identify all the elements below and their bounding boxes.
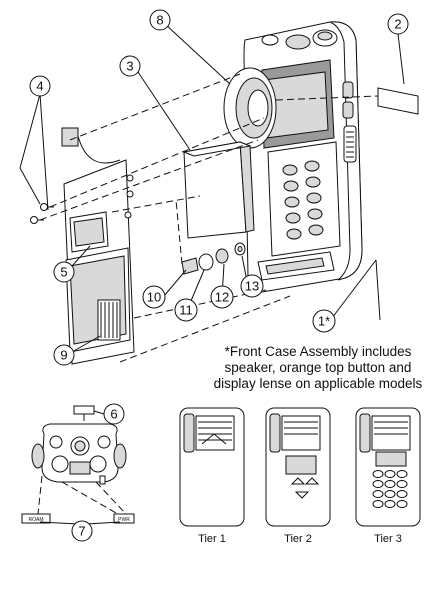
callout-13-label: 13 <box>245 279 259 294</box>
tier-3-radio <box>355 407 421 527</box>
tier-3-label: Tier 3 <box>374 533 402 545</box>
display-block-part <box>182 141 255 239</box>
callout-1: 1* <box>312 309 336 333</box>
callout-1-label: 1* <box>318 314 330 329</box>
callout-4-label: 4 <box>36 79 43 94</box>
front-case-assembly <box>243 21 363 293</box>
footnote-line-2: speaker, orange top button and <box>225 360 412 375</box>
callout-6-label: 6 <box>110 407 117 422</box>
tier-1-radio <box>179 407 245 527</box>
callout-7: 7 <box>71 520 93 542</box>
circuit-board-part <box>61 127 135 365</box>
callout-5-label: 5 <box>60 265 67 280</box>
leader-lines <box>19 23 405 353</box>
callout-12-label: 12 <box>215 290 229 305</box>
footnote: *Front Case Assembly includes speaker, o… <box>214 344 423 391</box>
callout-2-label: 2 <box>394 17 401 32</box>
callout-13: 13 <box>240 274 264 298</box>
tier-2-label: Tier 2 <box>284 533 312 545</box>
assembly-lines <box>39 73 379 363</box>
footnote-line-1: *Front Case Assembly includes <box>225 344 412 359</box>
callout-9-label: 9 <box>60 348 67 363</box>
callout-2: 2 <box>387 13 409 35</box>
callout-3-label: 3 <box>126 59 133 74</box>
callout-8-label: 8 <box>156 13 163 28</box>
small-parts <box>181 242 246 275</box>
callout-3: 3 <box>119 55 141 77</box>
top-view-assembly: ROAM PWR <box>21 405 135 525</box>
callout-10: 10 <box>142 285 166 309</box>
callout-9: 9 <box>53 344 75 366</box>
tier-1-label: Tier 1 <box>198 533 226 545</box>
callout-7-label: 7 <box>78 524 85 539</box>
callout-5: 5 <box>53 261 75 283</box>
pwr-label-text: PWR <box>118 517 130 523</box>
callout-10-label: 10 <box>147 290 161 305</box>
callout-4: 4 <box>29 75 51 97</box>
lens-label-part <box>377 87 419 115</box>
speaker-part <box>223 67 277 149</box>
callout-11-label: 11 <box>179 303 193 318</box>
callout-8: 8 <box>149 9 171 31</box>
footnote-line-3: display lense on applicable models <box>214 376 423 391</box>
callout-6: 6 <box>103 403 125 425</box>
callout-12: 12 <box>210 285 234 309</box>
tier-2-radio <box>265 407 331 527</box>
roam-label-text: ROAM <box>29 517 44 523</box>
callout-11: 11 <box>174 298 198 322</box>
